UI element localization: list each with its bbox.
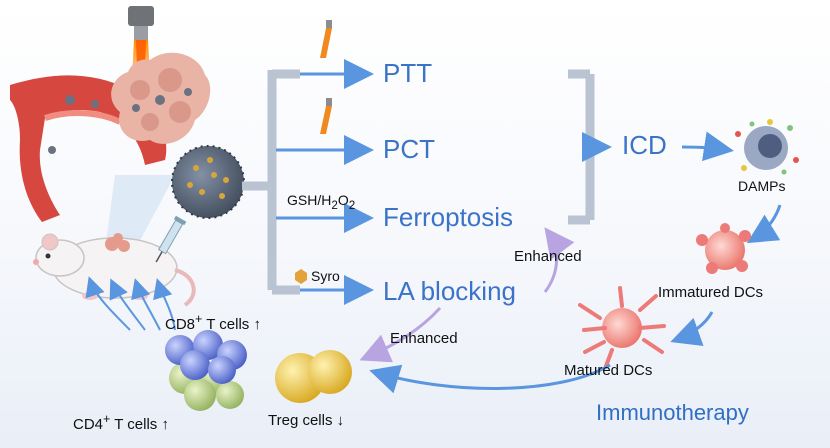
immunotherapy-label: Immunotherapy [596,400,749,425]
cd8-up-arrow-icon: ↑ [253,316,261,333]
gsh-h2o2-label: GSH/H2O2 [287,192,355,212]
cd4-up-arrow-icon: ↑ [161,416,169,433]
cd8-cell-cluster-icon [165,330,247,411]
ferroptosis-label: Ferroptosis [383,202,514,232]
immatured-dcs-label: Immatured DCs [658,284,764,301]
syro-label: Syro [311,268,340,284]
icd-bracket [568,69,595,225]
dc-to-tcell-arrow [369,363,611,394]
cd4-tcells-text: T cells [110,416,162,433]
icd-label: ICD [622,130,667,160]
ptt-label: PTT [383,58,433,88]
gsh-text: GSH/H [287,192,332,208]
cd8-tcells-label: CD8+ T cells ↑ [165,312,261,333]
delivery-beam [105,175,175,250]
cd4-text: CD4 [73,416,104,433]
icd-to-damps-arrow [681,131,734,162]
cd4-superscript: + [103,412,111,426]
tcell-to-mouse-arrow [131,278,161,331]
syringe-icon [155,215,187,263]
immature-to-mature-arrow [670,311,714,347]
enhanced-ferroptosis-label: Enhanced [514,248,582,265]
treg-down-arrow-icon: ↓ [336,412,345,429]
enhanced-ferroptosis-arrow [543,227,575,293]
laser-small-icon [320,98,332,134]
treg-cell-icon [275,350,352,403]
treg-cells-label: Treg cells ↓ [268,412,344,429]
treg-text: Treg cells [268,412,337,429]
cd4-tcells-label: CD4+ T cells ↑ [73,412,169,433]
cd8-superscript: + [195,312,203,326]
tcell-to-mouse-arrow [153,278,176,331]
immature-dc-icon [696,223,751,274]
damps-label: DAMPs [738,178,786,194]
matured-dcs-label: Matured DCs [564,362,653,379]
tcell-to-mouse-arrow [109,278,146,331]
enhanced-treg-label: Enhanced [390,330,458,347]
h-subscript: 2 [331,198,338,212]
damps-cell-icon [735,119,799,175]
cd8-tcells-text: T cells [202,316,254,333]
tcell-to-mouse-arrow [85,276,131,331]
cd8-text: CD8 [165,316,196,333]
enhanced-treg-arrow [359,306,442,363]
syro-hexagon-icon [295,269,307,284]
o-subscript: 2 [348,198,356,212]
pct-label: PCT [383,134,435,164]
laser-small-icon [320,20,332,58]
damps-to-dc-arrow [746,204,782,244]
la-blocking-label: LA blocking [383,276,516,306]
o-text: O [337,192,349,208]
pathway-bracket [242,69,300,295]
nanoparticle-icon [171,145,245,219]
matured-dc-icon [578,286,666,368]
blood-vessel-tumor-icon [10,52,211,222]
